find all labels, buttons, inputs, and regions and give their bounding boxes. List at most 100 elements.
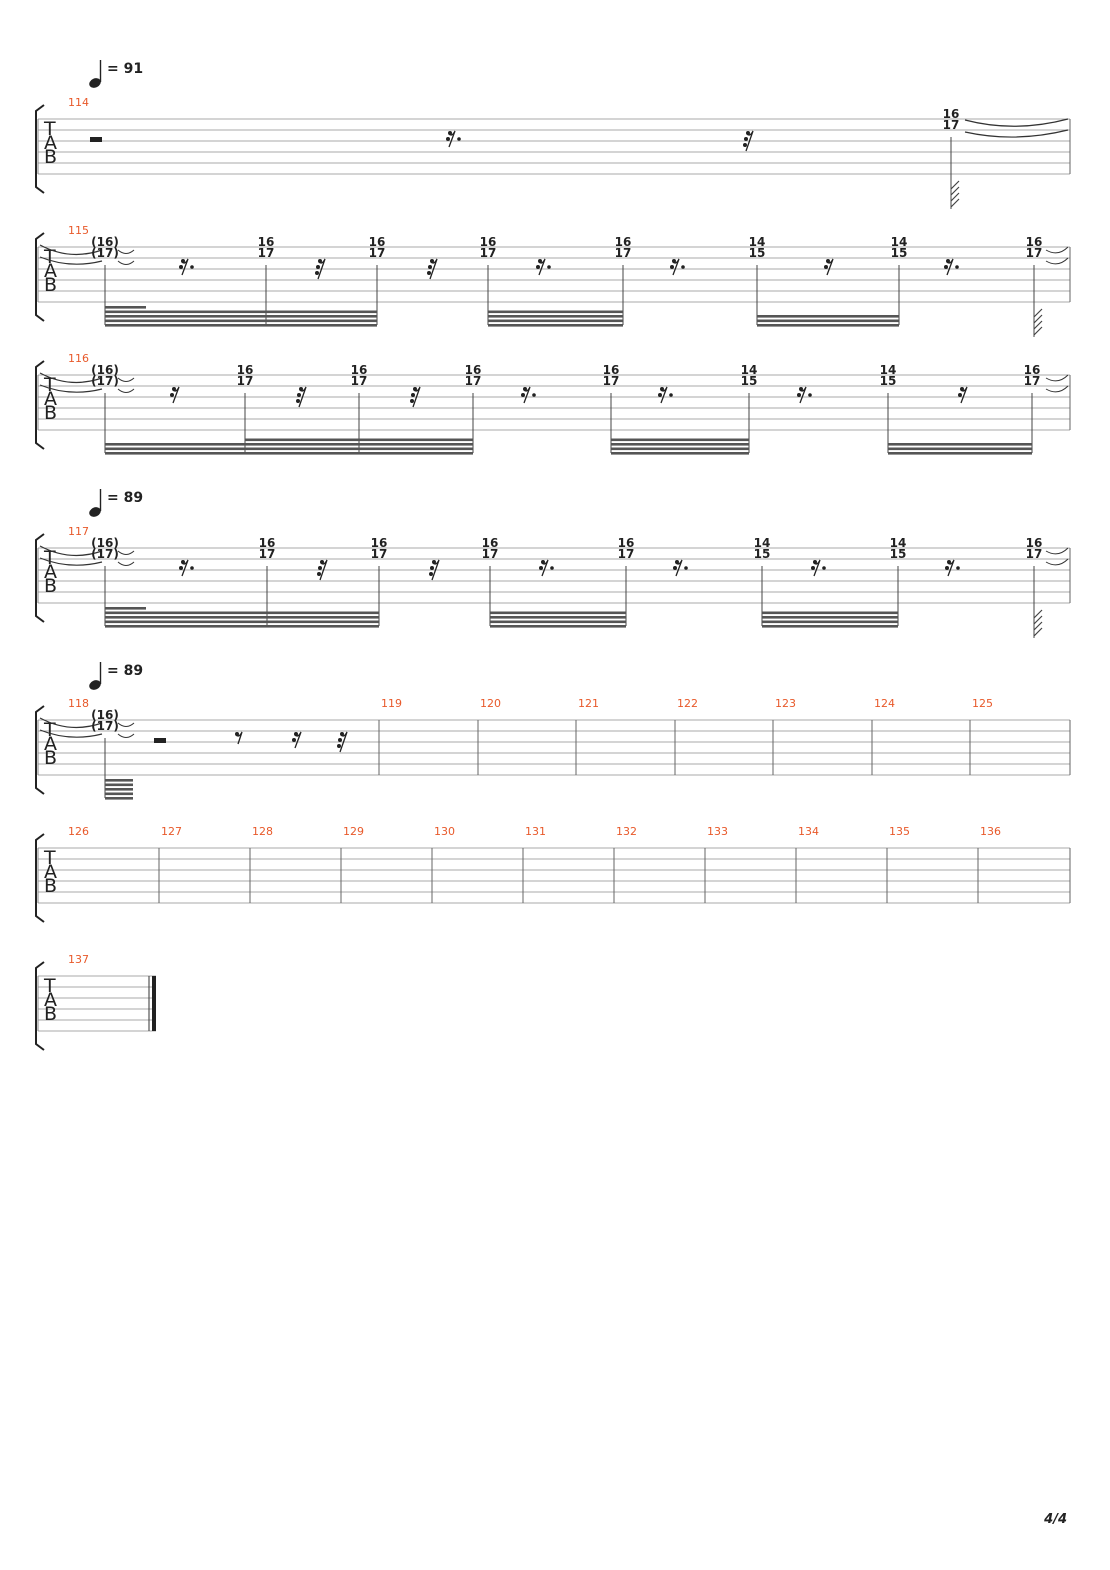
tab-note: (16)(17) [91, 363, 119, 453]
tie-arc [117, 722, 135, 727]
tie-arc [1045, 374, 1069, 382]
beam [105, 783, 133, 787]
fret-number: 17 [465, 374, 482, 388]
beam [245, 443, 473, 446]
measure-number: 124 [874, 697, 895, 710]
beam [105, 792, 133, 796]
tie-arc [1045, 558, 1069, 566]
measure-number: 116 [68, 352, 89, 365]
beam [488, 319, 623, 323]
beam [611, 452, 749, 455]
fret-number: 16 [371, 536, 388, 550]
tab-clef-letter: T [43, 719, 56, 741]
tie-arc [39, 717, 103, 729]
beam [105, 797, 133, 800]
fret-number: 15 [741, 374, 758, 388]
system-bracket [35, 533, 45, 623]
system-bracket [35, 833, 45, 923]
fret-number: 14 [880, 363, 897, 377]
measure-number: 132 [616, 825, 637, 838]
rest-symbol [823, 258, 834, 276]
beam [146, 310, 377, 314]
measure-number: 129 [343, 825, 364, 838]
fret-number: 17 [1026, 547, 1043, 561]
rest-symbol [957, 386, 968, 404]
tab-clef-letter: A [44, 132, 57, 154]
beam [146, 620, 379, 624]
beam [757, 315, 899, 318]
tab-clef-letter: T [43, 847, 56, 869]
fret-number: (16) [91, 235, 119, 249]
fret-number: 16 [259, 536, 276, 550]
measure-number: 127 [161, 825, 182, 838]
beam [105, 779, 133, 782]
rest-dot [457, 137, 461, 141]
fret-number: 14 [741, 363, 758, 377]
quarter-note-icon [89, 78, 101, 88]
rest-symbol [535, 258, 546, 276]
beam [245, 452, 473, 455]
beam [105, 443, 245, 446]
rest-symbol [810, 559, 821, 577]
beam [146, 611, 379, 615]
tab-clef-letter: A [44, 561, 57, 583]
tie-arc [39, 557, 103, 566]
beam [146, 616, 379, 619]
measure-number: 123 [775, 697, 796, 710]
tie-arc [39, 372, 103, 384]
half-rest [154, 738, 166, 743]
tab-note: (16)(17) [91, 708, 119, 798]
beam [146, 625, 379, 628]
rest-dot [956, 566, 960, 570]
tab-clef-letter: B [44, 875, 57, 897]
tab-clef-letter: A [44, 861, 57, 883]
system-bracket [35, 705, 45, 795]
rest-symbol [178, 559, 189, 577]
measure-number: 133 [707, 825, 728, 838]
fret-number: 17 [482, 547, 499, 561]
beam [105, 607, 146, 610]
beam [488, 310, 623, 314]
beam [888, 447, 1032, 451]
rest-symbol [178, 258, 189, 276]
measure-number: 119 [381, 697, 402, 710]
tab-clef-letter: A [44, 989, 57, 1011]
tab-clef-letter: B [44, 1003, 57, 1025]
tab-note: (16)(17) [91, 536, 119, 626]
beam [888, 452, 1032, 455]
measure-number: 120 [480, 697, 501, 710]
beam [146, 319, 377, 323]
beam [105, 306, 146, 309]
fret-number: 14 [890, 536, 907, 550]
beam [762, 625, 898, 628]
tie-arc [1045, 246, 1069, 254]
note-flag [1033, 308, 1043, 336]
tie-arc [117, 260, 135, 265]
rest-symbol [943, 258, 954, 276]
beam [490, 620, 626, 624]
rest-dot [190, 265, 194, 269]
system-bracket [35, 104, 45, 194]
beam [146, 315, 377, 318]
tie-arc [964, 118, 1069, 127]
beam [888, 443, 1032, 446]
beam [490, 611, 626, 615]
rest-dot [669, 393, 673, 397]
beam [611, 438, 749, 442]
rest-symbol [169, 386, 180, 404]
tie-arc [1045, 385, 1069, 393]
beam [490, 616, 626, 619]
tab-clef-letter: T [43, 547, 56, 569]
rest-dot [550, 566, 554, 570]
system-bracket [35, 360, 45, 450]
